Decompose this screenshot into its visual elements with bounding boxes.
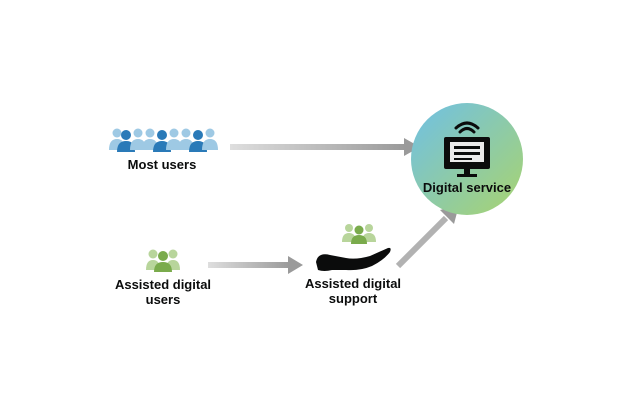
person-icon: [351, 225, 367, 244]
person-icon: [202, 128, 218, 150]
label-line: support: [328, 291, 378, 306]
label-line: users: [145, 292, 181, 307]
label-line: Assisted digital: [304, 276, 402, 291]
arrow-assisted-users-to-support: [208, 256, 303, 274]
computer-wifi-icon: [444, 121, 490, 177]
person-icon: [154, 251, 172, 272]
arrow-support-to-service: [395, 205, 459, 269]
group-of-people-icon: [109, 128, 218, 152]
digital-service-node: [411, 103, 523, 215]
group-of-people-icon: [146, 249, 180, 272]
group-of-people-icon: [342, 224, 376, 244]
arrow-most-users-to-service: [230, 138, 420, 156]
person-icon: [166, 128, 182, 150]
assisted-digital-support-label: Assisted digital support: [288, 276, 418, 306]
label-line: Assisted digital: [114, 277, 212, 292]
most-users-label: Most users: [127, 157, 197, 172]
digital-service-label: Digital service: [422, 180, 512, 195]
hand-icon: [316, 247, 391, 271]
assisted-digital-users-label: Assisted digital users: [103, 277, 223, 307]
hand-holding-people-icon: [316, 224, 391, 271]
person-icon: [130, 128, 146, 150]
